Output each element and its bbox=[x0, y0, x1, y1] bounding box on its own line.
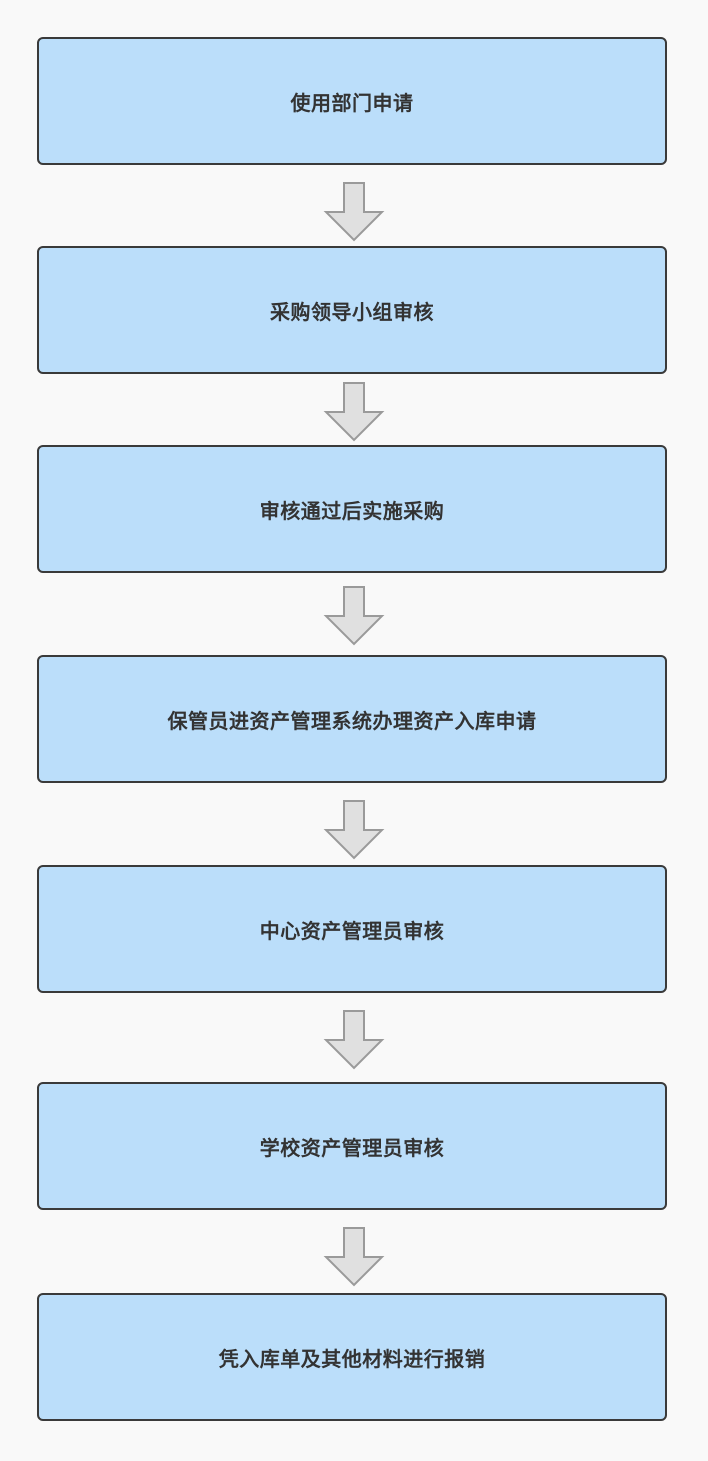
flow-step-label: 保管员进资产管理系统办理资产入库申请 bbox=[167, 708, 537, 733]
flow-step-label: 凭入库单及其他材料进行报销 bbox=[218, 1346, 486, 1371]
down-arrow-icon bbox=[323, 1227, 385, 1287]
flow-step-label: 采购领导小组审核 bbox=[270, 299, 434, 324]
flow-step-implement-purchase: 审核通过后实施采购 bbox=[37, 445, 667, 573]
flow-step-label: 使用部门申请 bbox=[290, 90, 414, 115]
down-arrow-icon bbox=[323, 1010, 385, 1070]
down-arrow-icon bbox=[323, 382, 385, 442]
flow-step-department-application: 使用部门申请 bbox=[37, 37, 667, 165]
flow-step-label: 学校资产管理员审核 bbox=[259, 1135, 445, 1160]
flow-step-center-admin-review: 中心资产管理员审核 bbox=[37, 865, 667, 993]
down-arrow-icon bbox=[323, 586, 385, 646]
flow-step-reimbursement: 凭入库单及其他材料进行报销 bbox=[37, 1293, 667, 1421]
flow-step-asset-entry-application: 保管员进资产管理系统办理资产入库申请 bbox=[37, 655, 667, 783]
flow-step-school-admin-review: 学校资产管理员审核 bbox=[37, 1082, 667, 1210]
flow-step-procurement-review: 采购领导小组审核 bbox=[37, 246, 667, 374]
down-arrow-icon bbox=[323, 800, 385, 860]
flow-step-label: 审核通过后实施采购 bbox=[259, 498, 445, 523]
down-arrow-icon bbox=[323, 182, 385, 242]
flow-step-label: 中心资产管理员审核 bbox=[259, 918, 445, 943]
